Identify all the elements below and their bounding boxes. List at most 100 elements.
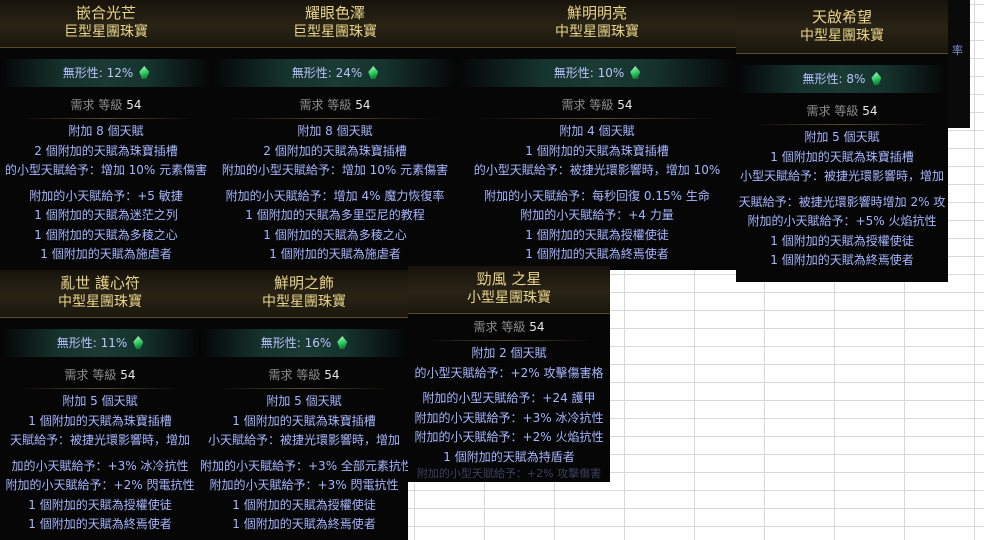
gem-icon	[133, 336, 144, 349]
item-stat: 無形性: 10%	[458, 59, 736, 87]
jewel-tooltip-5: 亂世 護心符 中型星團珠寶 無形性: 11% 需求 等級 54 附加 5 個天賦…	[0, 270, 200, 540]
mod-line: 天賦給予：被捷光環影響時，增加	[9, 433, 190, 447]
mod-line: 附加 5 個天賦	[62, 394, 138, 408]
item-header: 亂世 護心符 中型星團珠寶	[0, 270, 200, 318]
requirement-level: 54	[862, 104, 878, 118]
mod-line: 小天賦給予：被捷光環影響時，增加	[207, 433, 400, 447]
mod-line: 附加的小天賦給予：+2% 閃電抗性	[5, 478, 195, 492]
separator	[18, 118, 194, 119]
separator	[218, 388, 390, 389]
item-type: 小型星團珠寶	[467, 290, 551, 306]
item-name: 亂世 護心符	[60, 274, 140, 292]
separator	[754, 124, 930, 125]
requirement-level: 54	[355, 98, 371, 112]
mod-line: 1 個附加的天賦為終焉使者	[770, 253, 914, 267]
mod-line: 1 個附加的天賦為珠寶插槽	[770, 149, 914, 164]
requirement-label: 需求 等級	[806, 104, 859, 118]
mod-line: 1 個附加的天賦為迷茫之列	[34, 208, 178, 222]
cut-off-line: 附加的小型天賦給予：+2% 攻擊傷害	[416, 467, 602, 480]
mod-line: 1 個附加的天賦為珠寶插槽	[232, 413, 376, 428]
mod-line: 附加的小型天賦給予：增加 10% 元素傷害	[221, 163, 449, 177]
item-header: 天啟希望 中型星團珠寶	[736, 0, 948, 54]
requirement: 需求 等級 54	[408, 319, 610, 335]
jewel-tooltip-4: 天啟希望 中型星團珠寶 無形性: 8% 需求 等級 54 附加 5 個天賦 1 …	[736, 0, 948, 282]
separator	[18, 388, 182, 389]
stat-text: 無形性: 12%	[62, 66, 134, 80]
requirement-level: 54	[529, 320, 545, 334]
mod-line: 1 個附加的天賦為多稜之心	[34, 227, 178, 242]
gem-icon	[630, 66, 641, 79]
partial-card-strip: 率	[948, 0, 970, 128]
mod-line: 附加 2 個天賦	[471, 346, 547, 360]
item-type: 巨型星團珠寶	[293, 24, 377, 40]
gem-icon	[337, 336, 348, 349]
partial-card-text: 率	[952, 44, 963, 57]
mod-line: 天賦給予：被捷光環影響時增加 2% 攻	[738, 194, 946, 209]
mod-line: 1 個附加的天賦為珠寶插槽	[28, 413, 172, 428]
mod-line: 附加 4 個天賦	[559, 124, 635, 138]
item-name: 耀眼色澤	[304, 4, 365, 22]
requirement-label: 需求 等級	[70, 98, 123, 112]
requirement-level: 54	[120, 368, 136, 382]
mod-line: 2 個附加的天賦為珠寶插槽	[263, 143, 407, 158]
requirement-level: 54	[324, 368, 340, 382]
item-name: 鮮明之飾	[273, 274, 334, 292]
mod-line: 附加的小天賦給予：+5% 火焰抗性	[747, 214, 937, 228]
mod-line: 1 個附加的天賦為終焉使者	[28, 517, 172, 531]
requirement-label: 需求 等級	[268, 368, 321, 382]
separator	[476, 118, 718, 119]
mod-line: 1 個附加的天賦為授權使徒	[232, 497, 376, 512]
item-type: 中型星團珠寶	[262, 294, 346, 310]
mod-line: 附加 8 個天賦	[68, 124, 144, 138]
item-stat: 無形性: 24%	[212, 59, 458, 87]
mod-line: 1 個附加的天賦為施虐者	[269, 247, 401, 261]
mod-line: 1 個附加的天賦為授權使徒	[525, 227, 669, 242]
item-stat: 無形性: 8%	[736, 65, 948, 93]
mod-line: 附加的小天賦給予：每秒回復 0.15% 生命	[484, 188, 710, 203]
mod-line: 2 個附加的天賦為珠寶插槽	[34, 143, 178, 158]
item-header: 勁風 之星 小型星團珠寶	[408, 266, 610, 314]
jewel-tooltip-2: 耀眼色澤 巨型星團珠寶 無形性: 24% 需求 等級 54 附加 8 個天賦 2…	[212, 0, 458, 270]
mod-line: 附加的小天賦給予：增加 4% 魔力恢復率	[225, 188, 445, 203]
item-type: 巨型星團珠寶	[64, 24, 148, 40]
requirement: 需求 等級 54	[736, 103, 948, 119]
mod-line: 的小型天賦給予：增加 10% 元素傷害	[4, 163, 208, 177]
item-header: 鮮明明亮 中型星團珠寶	[458, 0, 736, 48]
item-name: 鮮明明亮	[566, 4, 627, 22]
item-type: 中型星團珠寶	[555, 24, 639, 40]
jewel-tooltip-7: 勁風 之星 小型星團珠寶 需求 等級 54 附加 2 個天賦 的小型天賦給予：+…	[408, 266, 610, 482]
mod-line: 附加的小天賦給予：+3% 冰冷抗性	[414, 410, 604, 425]
mod-line: 1 個附加的天賦為終焉使者	[525, 247, 669, 261]
mod-line: 小型天賦給予：被捷光環影響時，增加	[739, 169, 944, 183]
mod-line: 附加 8 個天賦	[297, 124, 373, 138]
stat-text: 無形性: 10%	[553, 66, 625, 80]
mod-line: 附加的小天賦給予：+3% 全部元素抗性	[200, 458, 408, 473]
mod-line: 1 個附加的天賦為施虐者	[40, 247, 172, 261]
mod-line: 1 個附加的天賦為持盾者	[443, 449, 575, 464]
mod-line: 附加的小型天賦給予：+24 護甲	[422, 391, 596, 405]
requirement: 需求 等級 54	[0, 97, 212, 113]
item-stat: 無形性: 12%	[0, 59, 212, 87]
item-header: 耀眼色澤 巨型星團珠寶	[212, 0, 458, 48]
jewel-tooltip-3: 鮮明明亮 中型星團珠寶 無形性: 10% 需求 等級 54 附加 4 個天賦 1…	[458, 0, 736, 270]
requirement-label: 需求 等級	[561, 98, 614, 112]
mod-line: 1 個附加的天賦為多稜之心	[263, 227, 407, 242]
requirement-label: 需求 等級	[64, 368, 117, 382]
item-type: 中型星團珠寶	[800, 28, 884, 44]
stat-text: 無形性: 24%	[291, 66, 363, 80]
requirement-level: 54	[126, 98, 142, 112]
requirement-label: 需求 等級	[473, 320, 526, 334]
mod-line: 附加的小天賦給予：+5 敏捷	[29, 188, 183, 203]
item-name: 勁風 之星	[476, 270, 542, 288]
requirement: 需求 等級 54	[458, 97, 736, 113]
item-stat: 無形性: 11%	[0, 329, 200, 357]
separator	[426, 340, 592, 341]
gem-icon	[139, 66, 150, 79]
requirement: 需求 等級 54	[212, 97, 458, 113]
mod-line: 附加 5 個天賦	[266, 394, 342, 408]
stat-text: 無形性: 16%	[260, 336, 332, 350]
jewel-tooltip-6: 鮮明之飾 中型星團珠寶 無形性: 16% 需求 等級 54 附加 5 個天賦 1…	[200, 270, 408, 540]
requirement-level: 54	[617, 98, 633, 112]
separator	[230, 118, 440, 119]
jewel-tooltip-1: 嵌合光芒 巨型星團珠寶 無形性: 12% 需求 等級 54 附加 8 個天賦 2…	[0, 0, 212, 270]
